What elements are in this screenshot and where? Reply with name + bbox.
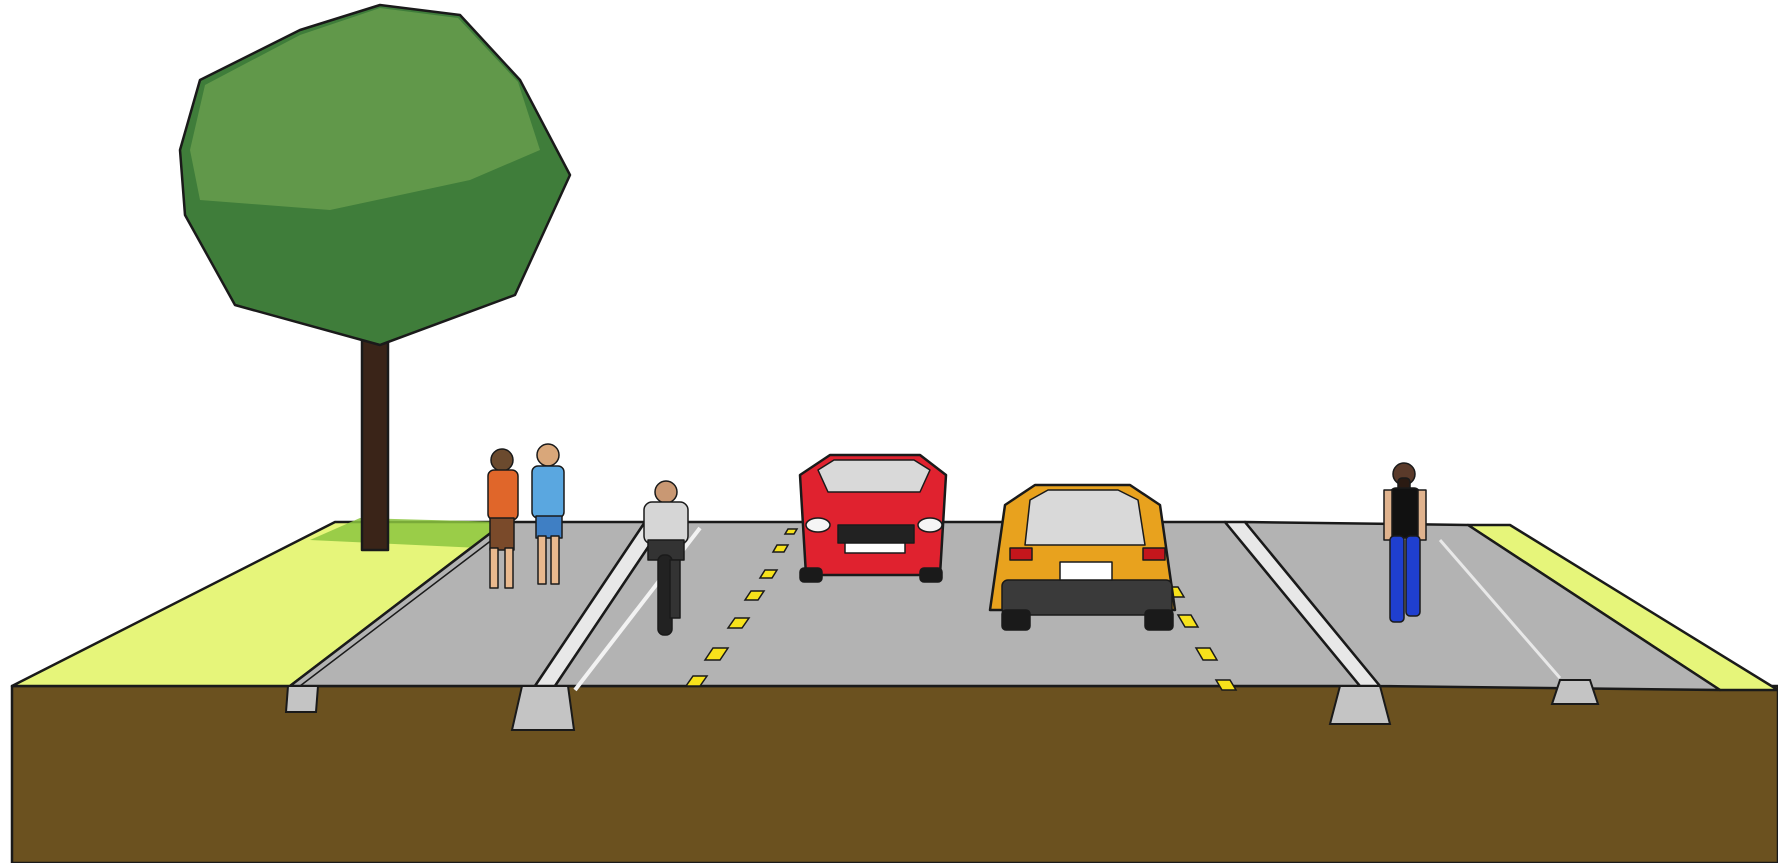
- soil-cross-section: [12, 686, 1778, 863]
- red-car: [800, 455, 946, 582]
- yellow-suv: [990, 485, 1175, 630]
- tree-trunk: [362, 340, 388, 550]
